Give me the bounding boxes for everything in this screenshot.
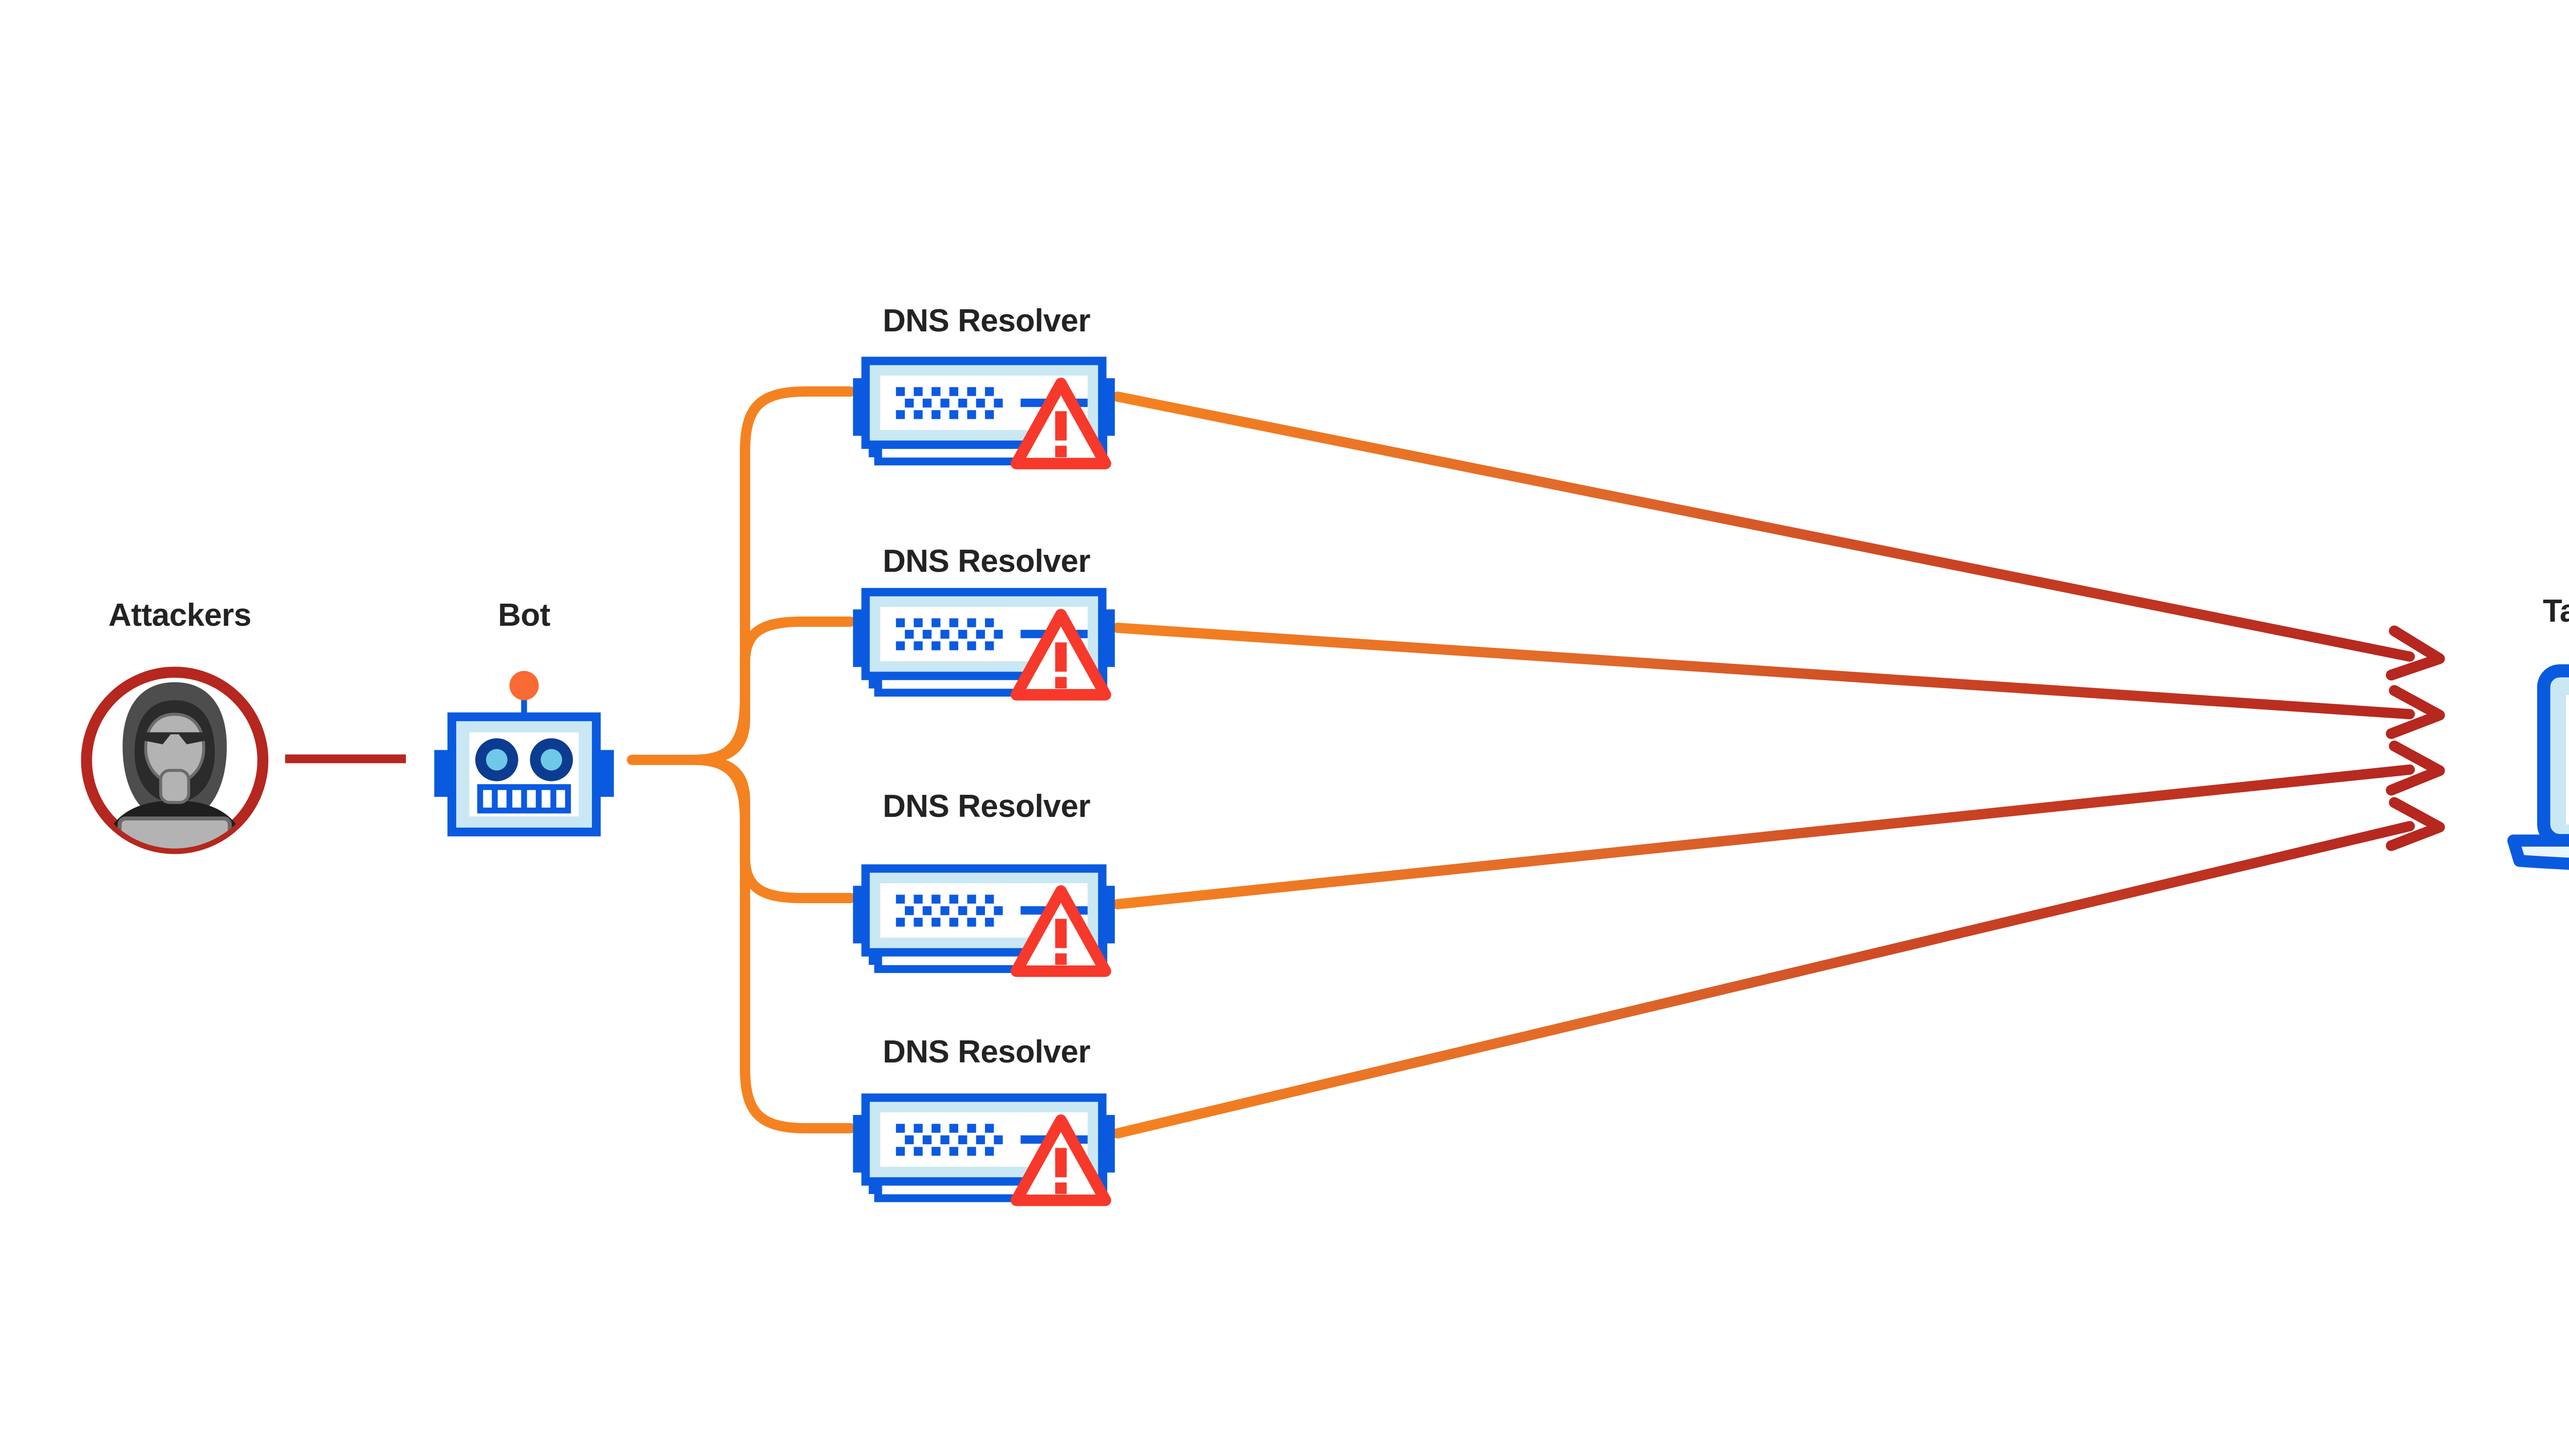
dns-server-warning-icon (853, 1098, 1115, 1201)
bot-label: Bot (498, 598, 550, 633)
dns-resolver-2-label: DNS Resolver (883, 544, 1090, 579)
dns-resolver-1-label: DNS Resolver (883, 303, 1090, 339)
dns-server-warning-icon (853, 869, 1115, 972)
dns-resolver-3-label: DNS Resolver (883, 789, 1090, 824)
arrowhead-3 (2386, 740, 2445, 796)
attack-stream-1 (1112, 391, 2415, 662)
node-dns-resolver-2[interactable]: DNS Resolver (853, 544, 1115, 695)
targeted-victim-label: Targeted Victim (2543, 593, 2569, 629)
laptop-user-icon (2514, 671, 2569, 866)
node-bot[interactable]: Bot (434, 598, 614, 832)
attack-stream-4 (1112, 821, 2415, 1138)
attack-stream-3 (1112, 764, 2415, 909)
dns-resolver-4-label: DNS Resolver (883, 1034, 1090, 1070)
arrowhead-4 (2386, 797, 2445, 851)
attack-stream-2 (1112, 623, 2415, 719)
node-dns-resolver-4[interactable]: DNS Resolver (853, 1034, 1115, 1200)
dns-server-warning-icon (853, 361, 1115, 464)
bot-resolver-links (627, 386, 855, 1133)
arrowhead-1 (2386, 625, 2445, 681)
node-attackers[interactable]: Attackers (86, 598, 263, 871)
dns-server-warning-icon (853, 592, 1115, 695)
node-dns-resolver-1[interactable]: DNS Resolver (853, 303, 1115, 463)
hooded-attacker-laptop-icon (86, 672, 263, 870)
arrowhead-2 (2386, 685, 2445, 739)
attackers-label: Attackers (108, 598, 251, 633)
node-dns-resolver-3[interactable]: DNS Resolver (853, 789, 1115, 971)
robot-head-icon (434, 671, 614, 832)
resolver-victim-links (1112, 391, 2415, 1138)
attack-arrowheads (2386, 625, 2445, 851)
node-targeted-victim[interactable]: Targeted Victim (2514, 593, 2569, 866)
